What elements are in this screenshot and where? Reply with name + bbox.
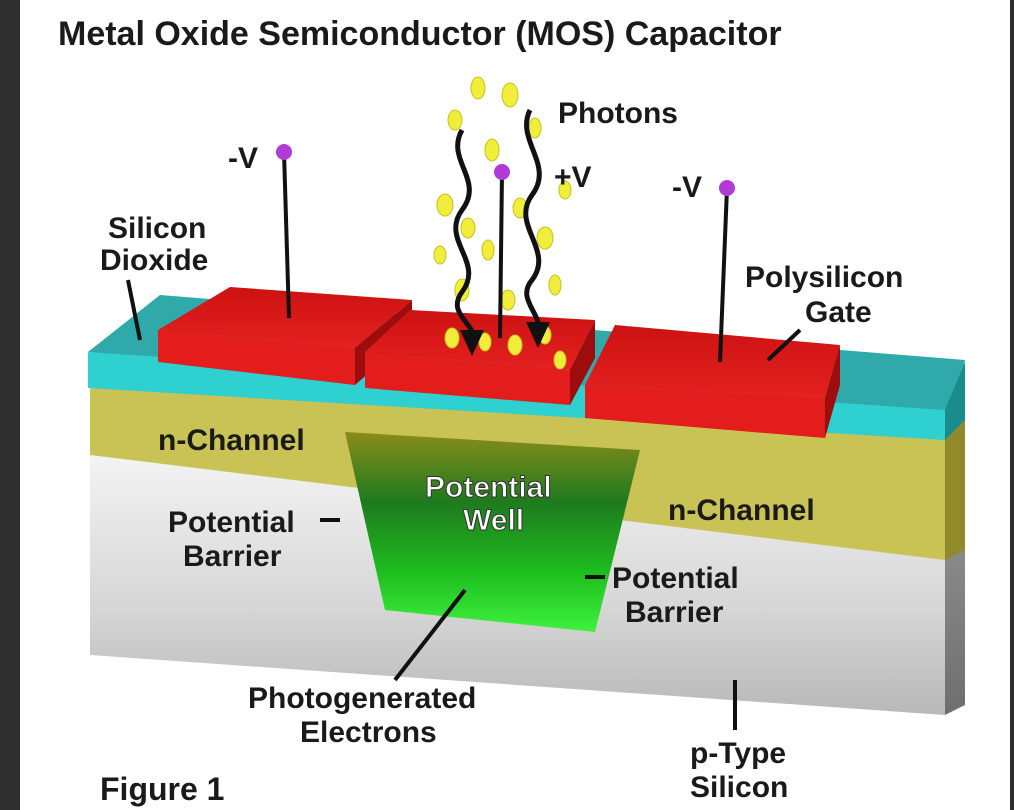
n-channel-left-label: n-Channel [158, 424, 305, 457]
photons-label: Photons [558, 97, 678, 130]
photogenerated-electrons-label-line1: Photogenerated [248, 682, 476, 715]
photon-wave-arrows [453, 108, 550, 356]
photon-particles [433, 76, 572, 370]
p-type-silicon-label-line1: p-Type [690, 737, 786, 770]
terminal-center [494, 164, 510, 339]
potential-barrier-left-label-line2: Barrier [183, 540, 282, 573]
diagram-title: Metal Oxide Semiconductor (MOS) Capacito… [58, 15, 782, 53]
p-type-silicon-label-line2: Silicon [690, 771, 788, 804]
silicon-dioxide-label-line2: Dioxide [100, 244, 208, 277]
figure-label: Figure 1 [100, 771, 224, 807]
neg-voltage-right-label: -V [672, 171, 702, 204]
polysilicon-gate-label-line1: Polysilicon [745, 261, 903, 294]
terminal-right [718, 180, 735, 363]
potential-well-label-line2: Well [463, 504, 524, 537]
potential-barrier-left-label-line1: Potential [168, 506, 295, 539]
terminal-left [276, 144, 292, 319]
potential-barrier-right-label-line1: Potential [612, 562, 739, 595]
photogenerated-electrons-label-line2: Electrons [300, 716, 437, 749]
potential-well [345, 432, 640, 632]
n-channel-right-label: n-Channel [668, 494, 815, 527]
leader-lines [126, 279, 802, 730]
potential-barrier-right-label-line2: Barrier [625, 596, 724, 629]
potential-well-label-line1: Potential [425, 471, 552, 504]
polysilicon-gate-right [585, 325, 840, 438]
pos-voltage-label: +V [554, 161, 592, 194]
polysilicon-gate-label-line2: Gate [805, 296, 872, 329]
neg-voltage-left-label: -V [228, 142, 258, 175]
silicon-dioxide-label-line1: Silicon [108, 212, 206, 245]
